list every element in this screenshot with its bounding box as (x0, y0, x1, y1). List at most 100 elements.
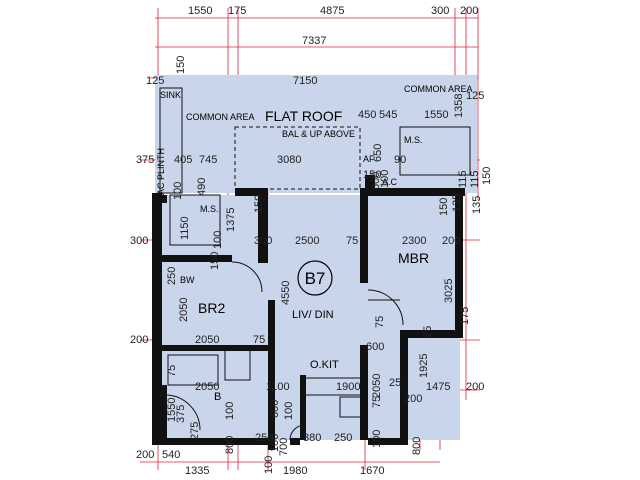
dim-bl-2: 540 (162, 449, 180, 461)
dim-bs-2: 250 (255, 432, 273, 444)
dim-roof-left-h: 150 (175, 56, 187, 74)
unit-interior (160, 195, 460, 440)
dim-bal-3: 1550 (424, 109, 448, 121)
dimension-labels: 1550 175 4875 300 200 7337 7150 125 150 … (130, 5, 493, 477)
dim-rs-5: 150 (438, 198, 450, 216)
dim-ms-2: 490 (196, 178, 208, 196)
dim-ms-6: 100 (212, 231, 224, 249)
ac-plinth-label: AC PLINTH (156, 148, 166, 195)
bw-label: BW (180, 275, 195, 285)
dim-bal-2: 545 (379, 109, 397, 121)
dim-bath-l3: 375 (175, 405, 187, 423)
dim-bottom-2: 100 (263, 456, 275, 474)
dim-right-1358: 1358 (453, 94, 465, 118)
dim-bs-6: 250 (334, 432, 352, 444)
dim-af-4: 600 (370, 172, 382, 190)
dim-bs-5: 380 (303, 432, 321, 444)
dim-ac-4: 3080 (277, 154, 301, 166)
dim-right-125: 125 (466, 90, 484, 102)
dim-right-800: 800 (411, 437, 423, 455)
dim-ms-1: 1150 (179, 216, 191, 240)
dim-mid-2: 300 (254, 235, 272, 247)
dim-top-3: 4875 (320, 5, 344, 17)
dim-left-200: 200 (130, 334, 148, 346)
bal-up-above-label: BAL & UP ABOVE (282, 129, 355, 139)
room-labels: FLAT ROOF BAL & UP ABOVE COMMON AREA COM… (156, 84, 473, 403)
dim-top-2: 175 (228, 5, 246, 17)
dim-rs-1: 115 (457, 170, 469, 188)
dim-lm-3: 600 (269, 400, 281, 418)
dim-overall: 7337 (302, 35, 326, 47)
dim-bottom-4: 1670 (360, 465, 384, 477)
dim-af-5: 100 (379, 170, 391, 188)
flat-roof-area (155, 75, 477, 193)
ms-left-label: M.S. (200, 204, 219, 214)
dim-ms-7: 150 (209, 252, 221, 270)
dim-bottom-1: 1335 (185, 465, 209, 477)
ms-right-label: M.S. (404, 135, 423, 145)
dim-roof-left: 125 (146, 75, 164, 87)
dim-kit-75: 75 (374, 316, 386, 328)
dim-mid-6: 200 (442, 235, 460, 247)
dim-rs-3: 150 (481, 167, 493, 185)
dim-bw-h: 250 (166, 267, 178, 285)
dim-top-5: 200 (460, 5, 478, 17)
dim-bs-3: 700 (278, 438, 290, 456)
dim-top-1: 1550 (188, 5, 212, 17)
dim-roof-width: 7150 (293, 75, 317, 87)
dim-lm-2: 100 (224, 402, 236, 420)
bath-label: B (214, 391, 221, 403)
dim-liv-h: 4550 (280, 281, 292, 305)
dim-mid-5: 2300 (402, 235, 426, 247)
dim-lm-4: 100 (283, 402, 295, 420)
dim-ms-5: 150 (253, 195, 265, 213)
dim-bath-3: 1900 (336, 381, 360, 393)
dim-right-200c: 200 (404, 393, 422, 405)
dim-bath-l1: 75 (166, 365, 178, 377)
flat-roof-label: FLAT ROOF (265, 108, 342, 124)
dim-ms-3: 100 (172, 182, 184, 200)
dim-right-200b: 200 (466, 381, 484, 393)
okit-label: O.KIT (310, 359, 339, 371)
common-area-left-label: COMMON AREA (186, 112, 255, 122)
br2-label: BR2 (198, 300, 225, 316)
dim-rs-4: 135 (471, 196, 483, 214)
dim-kit-top: 600 (366, 341, 384, 353)
dim-right-1925: 1925 (418, 354, 430, 378)
dim-bath-l2: 1550 (166, 398, 178, 422)
dim-mid-1: 300 (130, 235, 148, 247)
dim-ac-1: 375 (136, 154, 154, 166)
dim-bath-1: 2050 (195, 381, 219, 393)
dim-top-4: 300 (431, 5, 449, 17)
dim-right-1475: 1475 (426, 381, 450, 393)
dim-right-25b: 25 (389, 377, 401, 389)
dim-af-3: 150 (363, 169, 381, 181)
dim-bath-2: 1100 (266, 381, 290, 393)
sink-label: SINK (160, 90, 181, 100)
dim-bs-1: 800 (224, 436, 236, 454)
dim-lm-1: 275 (189, 422, 201, 440)
dim-br2-h: 2050 (178, 298, 190, 322)
unit-label: B7 (305, 269, 326, 288)
dim-mid-3: 2500 (295, 235, 319, 247)
common-area-right-label: COMMON AREA (404, 84, 473, 94)
dim-ac-3: 745 (199, 154, 217, 166)
dim-ac-2: 405 (174, 154, 192, 166)
dim-ms-4: 1375 (225, 208, 237, 232)
dim-kit-25: 25 (422, 326, 434, 338)
dim-af-2: 90 (394, 154, 406, 166)
mbr-label: MBR (398, 250, 429, 266)
dim-bal-1: 450 (358, 109, 376, 121)
dim-bl-1: 200 (136, 449, 154, 461)
dim-liv-75: 75 (253, 334, 265, 346)
dim-af-1: 650 (372, 144, 384, 162)
dim-bs-7: 100 (371, 430, 383, 448)
walls (152, 175, 465, 450)
dim-br2-w: 2050 (195, 334, 219, 346)
dim-bottom-3: 1980 (283, 465, 307, 477)
dim-rs-6: 135 (451, 194, 463, 212)
af-label: AF (363, 154, 375, 164)
interior-lines (159, 87, 471, 441)
dim-mbr-small: 175 (459, 307, 471, 325)
